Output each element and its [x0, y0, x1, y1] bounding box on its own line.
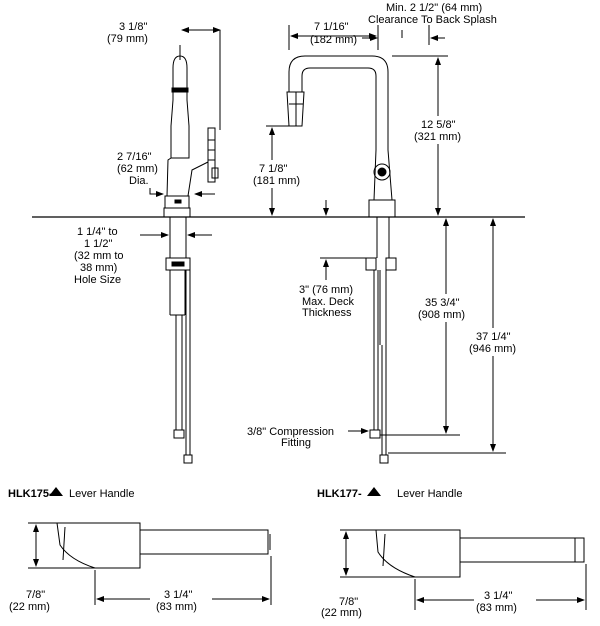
dim-spout-width [179, 27, 221, 130]
base-dia-dia: Dia. [129, 175, 149, 187]
handle-right-length-mm: (83 mm) [476, 602, 517, 614]
clearance-label: Min. 2 1/2" (64 mm) [386, 2, 482, 14]
dim-reach [288, 25, 379, 50]
triangle-icon [49, 487, 63, 496]
deck-thickness-word: Thickness [302, 307, 352, 319]
handle-left-model: HLK175- [8, 488, 53, 500]
clearance-desc: Clearance To Back Splash [368, 14, 497, 26]
spout-height-mm: (321 mm) [414, 131, 461, 143]
handle-right-model: HLK177- [317, 488, 362, 500]
supply-2-mm: (946 mm) [469, 343, 516, 355]
dim-base-dia [149, 188, 215, 197]
fitting-label: 3/8" Compression [247, 426, 334, 438]
supply-2-label: 37 1/4" [476, 331, 511, 343]
aerator-height-mm: (181 mm) [253, 175, 300, 187]
hole-size-3: (32 mm to [74, 250, 124, 262]
handle-left-length-mm: (83 mm) [156, 601, 197, 613]
hole-size-5: Hole Size [74, 274, 121, 286]
handle-right-height-label: 7/8" [339, 596, 358, 608]
hole-size-2: 1 1/2" [84, 238, 112, 250]
dim-supply-1 [380, 218, 460, 436]
handle-right-name: Lever Handle [397, 488, 462, 500]
triangle-icon [367, 487, 381, 496]
base-dia-mm: (62 mm) [117, 163, 158, 175]
supply-1-mm: (908 mm) [418, 309, 465, 321]
dim-handle-right-height [340, 529, 415, 578]
spout-width-mm: (79 mm) [107, 33, 148, 45]
spout-height-label: 12 5/8" [421, 119, 456, 131]
aerator-height-label: 7 1/8" [259, 163, 287, 175]
faucet-front-view [286, 55, 397, 464]
faucet-side-view [163, 55, 219, 464]
dim-deck-thickness [320, 200, 366, 280]
reach-label: 7 1/16" [314, 21, 349, 33]
base-dia-label: 2 7/16" [117, 151, 152, 163]
dim-handle-left-height [28, 522, 95, 569]
spout-width-label: 3 1/8" [119, 21, 147, 33]
handle-right-drawing [375, 529, 585, 578]
handle-left-length-label: 3 1/4" [164, 589, 192, 601]
deck-thickness-label: 3" (76 mm) [299, 284, 353, 296]
handle-left-drawing [56, 522, 271, 569]
fitting-word: Fitting [281, 437, 311, 449]
deck-thickness-max: Max. Deck [302, 296, 354, 308]
handle-left-height-mm: (22 mm) [9, 601, 50, 613]
handle-left-name: Lever Handle [69, 488, 134, 500]
handle-right-length-label: 3 1/4" [484, 590, 512, 602]
handle-right-height-mm: (22 mm) [321, 607, 362, 619]
dim-clearance [362, 25, 445, 45]
handle-left-height-label: 7/8" [26, 589, 45, 601]
hole-size-1: 1 1/4" to [77, 226, 118, 238]
hole-size-4: 38 mm) [80, 262, 117, 274]
reach-mm: (182 mm) [310, 34, 357, 46]
supply-1-label: 35 3/4" [425, 297, 460, 309]
